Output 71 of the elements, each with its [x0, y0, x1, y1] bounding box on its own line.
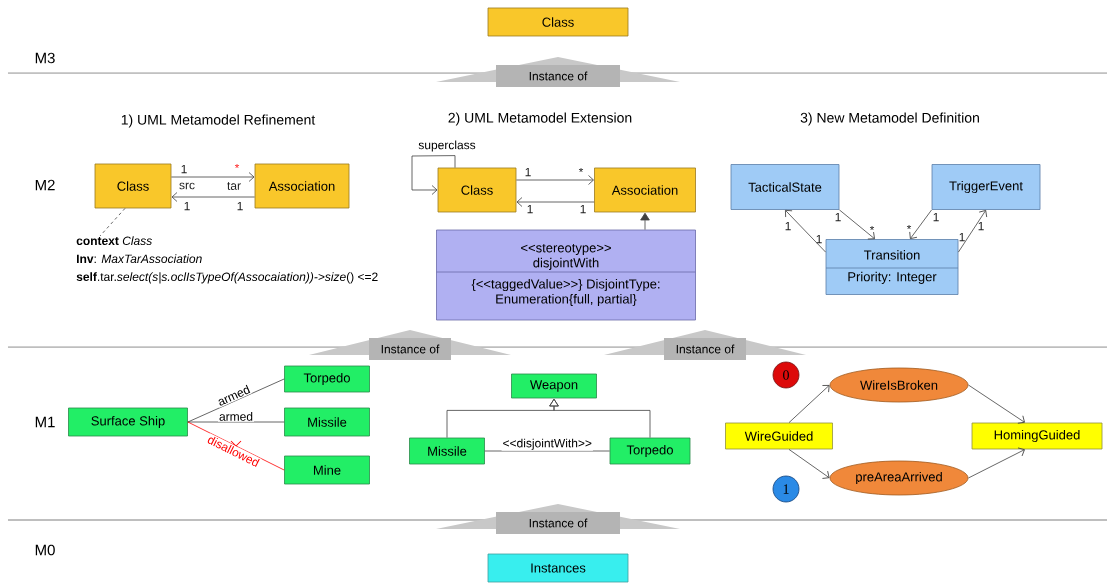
multiplicity-label: 1	[816, 234, 822, 244]
multiplicity-label: 1	[525, 167, 531, 177]
stereotype-box: <<stereotype>> disjointWith {<<taggedValue>>} DisjointType: Enumeration{full, partial}	[436, 229, 696, 321]
class-box: Association	[254, 163, 350, 209]
class-box: Missile	[284, 407, 370, 437]
multiplicity-label: tar	[227, 182, 241, 190]
arrow	[968, 447, 1025, 479]
layer-label: M0	[35, 544, 55, 556]
multiplicity-label: 1	[181, 164, 187, 174]
class-box: Class	[437, 167, 517, 213]
multiplicity-label: 1	[184, 201, 190, 211]
instances-box: Instances	[487, 553, 629, 583]
leader-line	[99, 208, 126, 237]
edge-label: <<disjointWith>>	[501, 437, 593, 451]
state-box: HomingGuided	[971, 422, 1103, 450]
connector-line	[484, 450, 610, 452]
multiplicity-label: 1	[580, 204, 586, 214]
multiplicity-label: *	[234, 163, 240, 169]
arrow	[909, 209, 932, 239]
class-box: TacticalState	[730, 164, 840, 210]
arrow	[839, 209, 875, 240]
layer-band: Instance of	[436, 504, 680, 534]
class-box: TriggerEvent	[931, 164, 1041, 210]
connector-line	[187, 421, 285, 423]
arrow	[516, 197, 595, 207]
multiplicity-label: 1	[835, 212, 841, 222]
arrow	[640, 212, 650, 230]
class-box: Class	[487, 7, 629, 37]
multiplicity-label: 1	[527, 204, 533, 214]
class-box: Torpedo	[284, 365, 370, 393]
edge-label: superclass	[417, 139, 477, 153]
class-box: Transition Priority: Integer	[825, 239, 959, 295]
connector-line	[187, 421, 285, 471]
multiplicity-label: 1	[933, 212, 939, 222]
state-box: WireGuided	[725, 422, 833, 450]
class-box: Missile	[409, 437, 485, 465]
arrow	[788, 385, 830, 423]
arrow	[171, 172, 255, 182]
arrow	[516, 175, 594, 185]
layer-band: Instance of	[309, 330, 511, 360]
arrow	[785, 209, 826, 253]
arrow	[788, 449, 830, 479]
class-box: Class	[94, 163, 172, 209]
layer-band: Instance of	[604, 330, 806, 360]
multiplicity-label: *	[578, 167, 584, 173]
arrow	[549, 398, 651, 438]
section-title: 1) UML Metamodel Refinement	[121, 114, 316, 128]
layer-label: M3	[35, 52, 55, 64]
section-title: 3) New Metamodel Definition	[800, 112, 979, 126]
multiplicity-label: *	[869, 225, 875, 231]
class-box: Surface Ship	[68, 407, 188, 437]
class-box: Mine	[284, 455, 370, 485]
section-title: 2) UML Metamodel Extension	[448, 112, 632, 126]
connector-line	[187, 378, 285, 423]
layer-band: Instance of	[436, 57, 680, 87]
class-box: Weapon	[511, 373, 597, 399]
multiplicity-label: src	[179, 182, 195, 190]
class-box: Torpedo	[609, 437, 691, 465]
multiplicity-label: 1	[785, 221, 791, 231]
arrow	[958, 210, 988, 253]
constraint-text: context Class Inv: MaxTarAssociation self.tar.select(s|s.oclIsTypeOf(Assocaiation))->size() <=2	[76, 236, 378, 284]
class-box: Association	[594, 167, 696, 213]
multiplicity-label: 1	[237, 201, 243, 211]
multiplicity-label: 1	[978, 221, 984, 231]
multiplicity-label: 1	[959, 232, 965, 242]
multiplicity-label: *	[906, 224, 912, 230]
arrow	[968, 384, 1025, 424]
edge-label: armed	[218, 411, 254, 422]
layer-label: M2	[35, 179, 55, 191]
arrow	[171, 192, 255, 202]
arrow	[411, 155, 456, 195]
